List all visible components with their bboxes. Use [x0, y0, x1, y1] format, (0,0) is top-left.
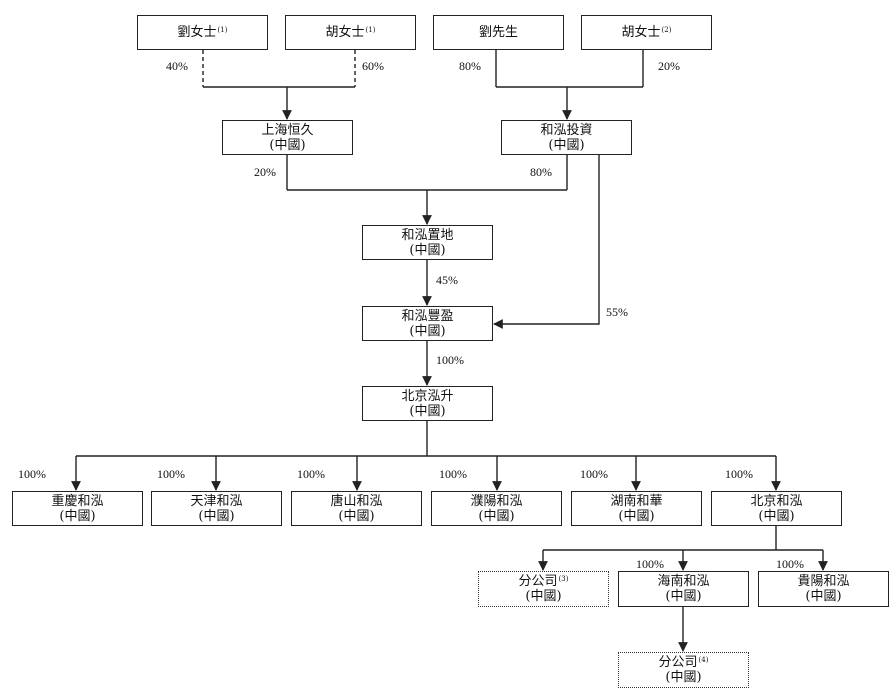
entity-jurisdiction: (中國) — [665, 670, 702, 685]
entity-jurisdiction: (中國) — [338, 508, 375, 524]
entity-jurisdiction: (中國) — [758, 508, 795, 524]
footnote-mark: (2) — [661, 26, 672, 34]
entity-jurisdiction: (中國) — [618, 508, 655, 524]
entity-hu-ms-1: 胡女士(1) — [285, 15, 416, 50]
entity-hainan-hehong: 海南和泓 (中國) — [618, 571, 749, 607]
footnote-mark: (3) — [558, 575, 569, 583]
entity-name: 濮陽和泓 — [470, 493, 523, 509]
entity-shanghai-hengjiu: 上海恒久 (中國) — [222, 120, 353, 155]
pct-touzi-zhidi: 80% — [530, 165, 552, 179]
entity-beijing-hehong: 北京和泓 (中國) — [711, 491, 842, 526]
entity-hu-ms-2: 胡女士(2) — [581, 15, 712, 50]
pct-liu-ms-hengjiu: 40% — [166, 59, 188, 73]
entity-name: 胡女士 — [621, 25, 661, 40]
entity-hehong-touzi: 和泓投資 (中國) — [501, 120, 632, 155]
entity-name: 和泓置地 — [401, 227, 454, 243]
pct-beijing-hehong-hainan: 100% — [636, 557, 664, 571]
entity-name: 劉女士 — [177, 25, 217, 40]
entity-jurisdiction: (中國) — [548, 137, 585, 153]
entity-name: 唐山和泓 — [330, 493, 383, 509]
entity-name: 海南和泓 — [657, 574, 710, 589]
entity-jurisdiction: (中國) — [409, 323, 446, 339]
entity-name: 上海恒久 — [261, 122, 314, 138]
entity-tangshan-hehong: 唐山和泓 (中國) — [291, 491, 422, 526]
pct-hu-ms-hengjiu: 60% — [362, 59, 384, 73]
entity-jurisdiction: (中國) — [478, 508, 515, 524]
entity-name: 分公司 — [518, 574, 558, 589]
entity-name: 北京和泓 — [750, 493, 803, 509]
entity-liu-mr: 劉先生 — [433, 15, 564, 50]
pct-beijing-hehong-guiyang: 100% — [776, 557, 804, 571]
entity-puyang-hehong: 濮陽和泓 (中國) — [431, 491, 562, 526]
entity-jurisdiction: (中國) — [59, 508, 96, 524]
footnote-mark: (1) — [217, 26, 228, 34]
entity-name: 湖南和華 — [610, 493, 663, 509]
pct-hongsheng-tianjin: 100% — [157, 467, 185, 481]
entity-jurisdiction: (中國) — [198, 508, 235, 524]
entity-jurisdiction: (中國) — [409, 242, 446, 258]
entity-name: 劉先生 — [478, 25, 518, 40]
entity-tianjin-hehong: 天津和泓 (中國) — [151, 491, 282, 526]
entity-jurisdiction: (中國) — [805, 589, 842, 604]
pct-hu-ms2-touzi: 20% — [658, 59, 680, 73]
footnote-mark: (1) — [365, 26, 376, 34]
entity-name: 胡女士 — [325, 25, 365, 40]
entity-name: 天津和泓 — [190, 493, 243, 509]
footnote-mark: (4) — [698, 656, 709, 664]
pct-touzi-fengying: 55% — [606, 305, 628, 319]
entity-hehong-fengying: 和泓豐盈 (中國) — [362, 306, 493, 341]
pct-zhidi-fengying: 45% — [436, 273, 458, 287]
pct-liu-mr-touzi: 80% — [459, 59, 481, 73]
entity-jurisdiction: (中國) — [665, 589, 702, 604]
entity-hunan-hehua: 湖南和華 (中國) — [571, 491, 702, 526]
pct-hongsheng-chongqing: 100% — [18, 467, 46, 481]
entity-guiyang-hehong: 貴陽和泓 (中國) — [758, 571, 889, 607]
connector-touzi-fengying — [493, 155, 600, 329]
pct-hongsheng-beijing-hehong: 100% — [725, 467, 753, 481]
pct-hengjiu-zhidi: 20% — [254, 165, 276, 179]
entity-hehong-zhidi: 和泓置地 (中國) — [362, 225, 493, 260]
entity-name: 北京泓升 — [401, 388, 454, 404]
entity-liu-ms: 劉女士(1) — [137, 15, 268, 50]
entity-beijing-hongsheng: 北京泓升 (中國) — [362, 386, 493, 421]
pct-hongsheng-tangshan: 100% — [297, 467, 325, 481]
entity-name: 和泓投資 — [540, 122, 593, 138]
pct-hongsheng-puyang: 100% — [439, 467, 467, 481]
entity-name: 重慶和泓 — [51, 493, 104, 509]
pct-fengying-hongsheng: 100% — [436, 353, 464, 367]
entity-chongqing-hehong: 重慶和泓 (中國) — [12, 491, 143, 526]
entity-branch-2: 分公司(4) (中國) — [618, 652, 749, 688]
entity-name: 分公司 — [658, 655, 698, 670]
entity-branch-1: 分公司(3) (中國) — [478, 571, 609, 607]
entity-name: 和泓豐盈 — [401, 308, 454, 324]
pct-hongsheng-hunan: 100% — [580, 467, 608, 481]
entity-jurisdiction: (中國) — [525, 589, 562, 604]
entity-jurisdiction: (中國) — [409, 403, 446, 419]
entity-jurisdiction: (中國) — [269, 137, 306, 153]
entity-name: 貴陽和泓 — [797, 574, 850, 589]
